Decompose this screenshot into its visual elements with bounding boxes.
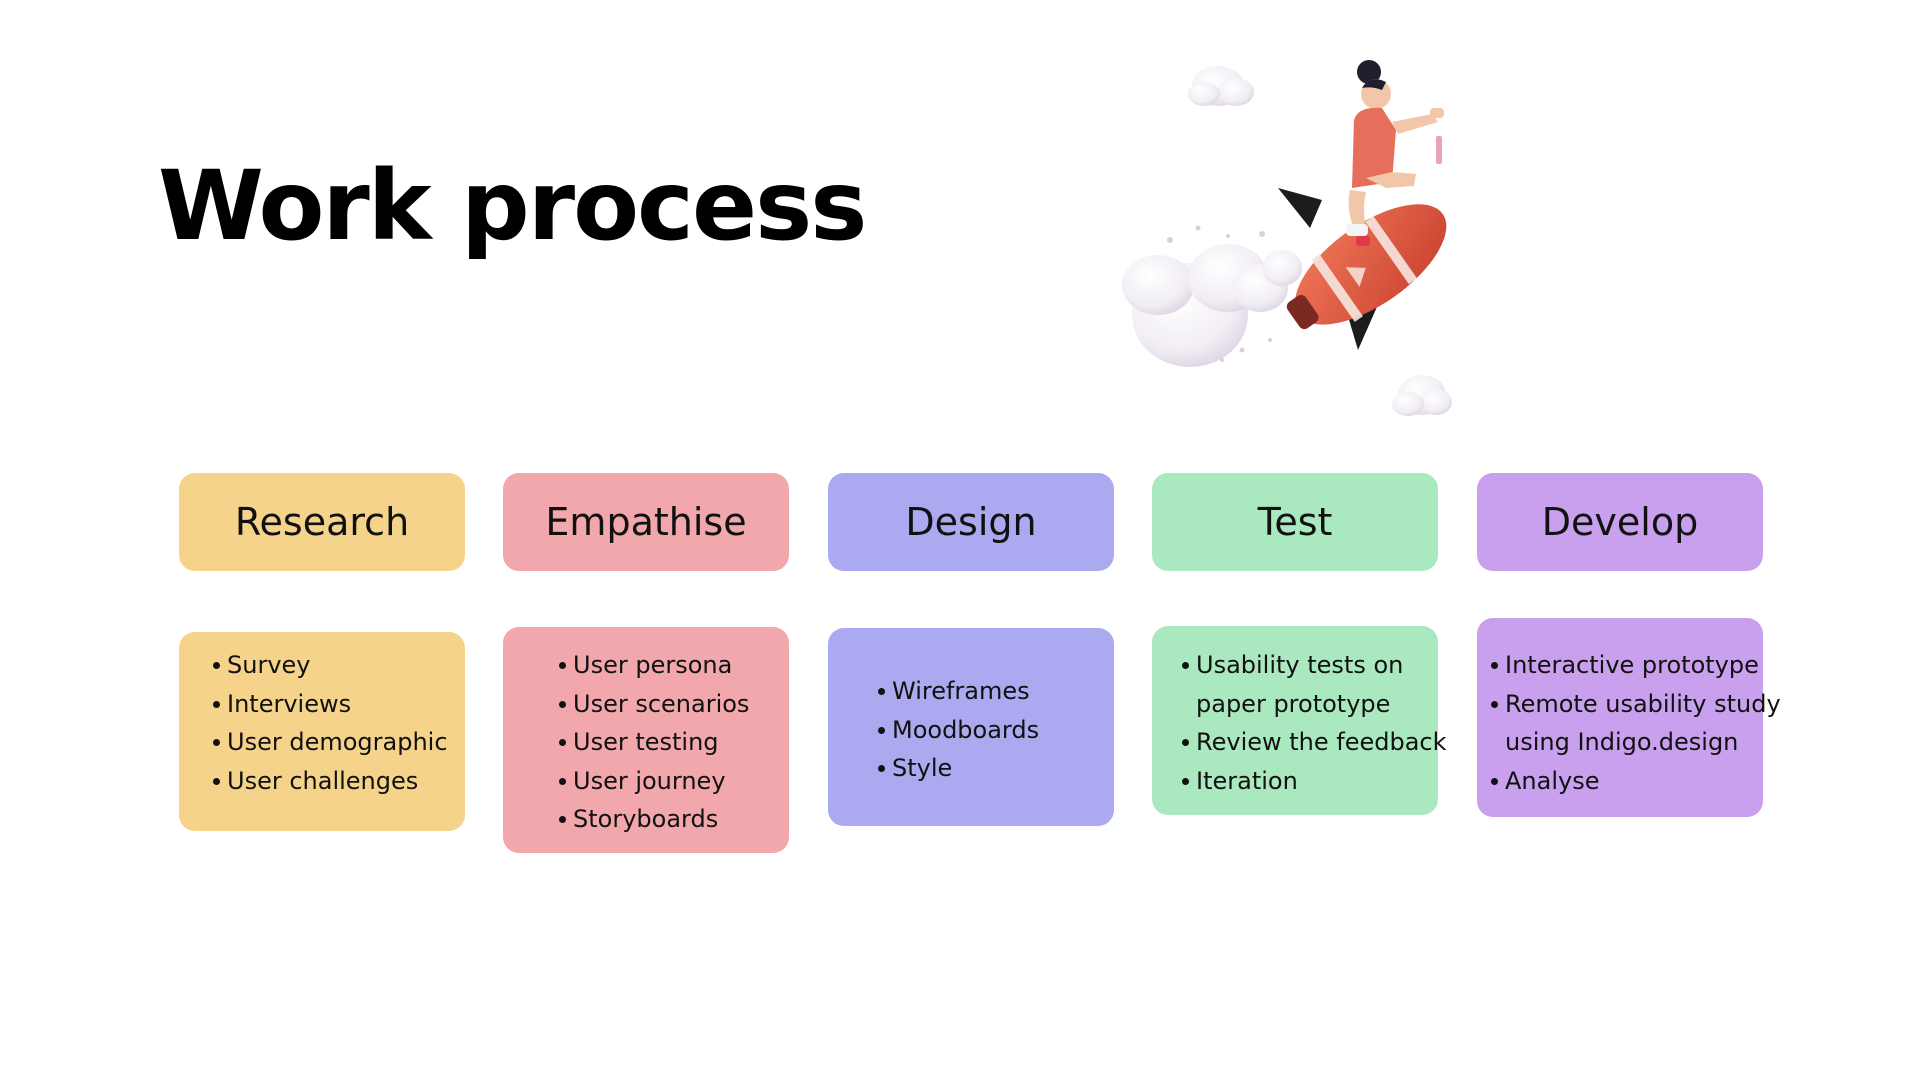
- stage-title: Design: [905, 500, 1037, 544]
- list-item: Interactive prototype: [1491, 646, 1763, 685]
- list-item-line: Remote usability study: [1505, 689, 1781, 718]
- list-item: Wireframes: [878, 672, 1114, 711]
- list-item: Storyboards: [559, 800, 789, 839]
- cloud-icon: [1122, 244, 1302, 367]
- bullet-list: Interactive prototype Remote usability s…: [1491, 646, 1781, 801]
- list-item: Interviews: [213, 685, 465, 724]
- bullet-list: User persona User scenarios User testing…: [559, 646, 789, 839]
- bullet-list: Usability tests on paper prototype Revie…: [1182, 646, 1447, 801]
- list-item-line: Usability tests on: [1196, 651, 1404, 679]
- stage-test: Test: [1152, 473, 1438, 571]
- bullet-list: Wireframes Moodboards Style: [878, 672, 1114, 788]
- list-item: User journey: [559, 762, 789, 801]
- list-item-line: paper prototype: [1196, 689, 1391, 718]
- stage-title: Empathise: [545, 500, 747, 544]
- list-item: Review the feedback: [1182, 723, 1447, 762]
- cloud-icon: [1392, 375, 1452, 416]
- list-item: Usability tests on paper prototype: [1182, 646, 1438, 723]
- test-details-card: Usability tests on paper prototype Revie…: [1152, 626, 1447, 815]
- stage-title: Develop: [1541, 500, 1699, 544]
- list-item: Survey: [213, 646, 465, 685]
- list-item: Remote usability study using Indigo.desi…: [1491, 685, 1781, 762]
- stage-research: Research: [179, 473, 465, 571]
- empathise-details-card: User persona User scenarios User testing…: [503, 627, 789, 853]
- cloud-icon: [1188, 66, 1254, 106]
- stage-title: Test: [1257, 500, 1333, 544]
- list-item: Iteration: [1182, 762, 1438, 801]
- stage-design: Design: [828, 473, 1114, 571]
- list-item: Moodboards: [878, 711, 1114, 750]
- stage-empathise: Empathise: [503, 473, 789, 571]
- design-details-card: Wireframes Moodboards Style: [828, 628, 1114, 826]
- develop-details-card: Interactive prototype Remote usability s…: [1477, 618, 1781, 817]
- list-item: User demographic: [213, 723, 465, 762]
- page-title: Work process: [158, 150, 867, 262]
- list-item: User persona: [559, 646, 789, 685]
- stage-title: Research: [234, 500, 410, 544]
- list-item: User challenges: [213, 762, 465, 801]
- list-item: User scenarios: [559, 685, 789, 724]
- list-item-line: using Indigo.design: [1505, 728, 1739, 756]
- rocket-rider-illustration: [1110, 50, 1470, 430]
- bullet-list: Survey Interviews User demographic User …: [213, 646, 465, 800]
- list-item: User testing: [559, 723, 789, 762]
- stage-develop: Develop: [1477, 473, 1763, 571]
- research-details-card: Survey Interviews User demographic User …: [179, 632, 465, 831]
- list-item: Analyse: [1491, 762, 1763, 801]
- list-item: Style: [878, 749, 1114, 788]
